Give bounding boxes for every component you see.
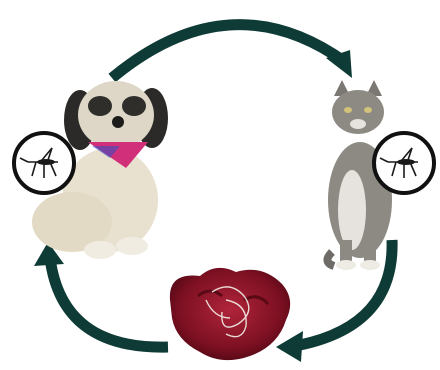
mosquito-icon-cat [374, 133, 434, 193]
heartworm-icon [170, 268, 290, 360]
mosquito-icon-dog [14, 133, 74, 193]
arrow-dog-to-cat [112, 25, 352, 78]
